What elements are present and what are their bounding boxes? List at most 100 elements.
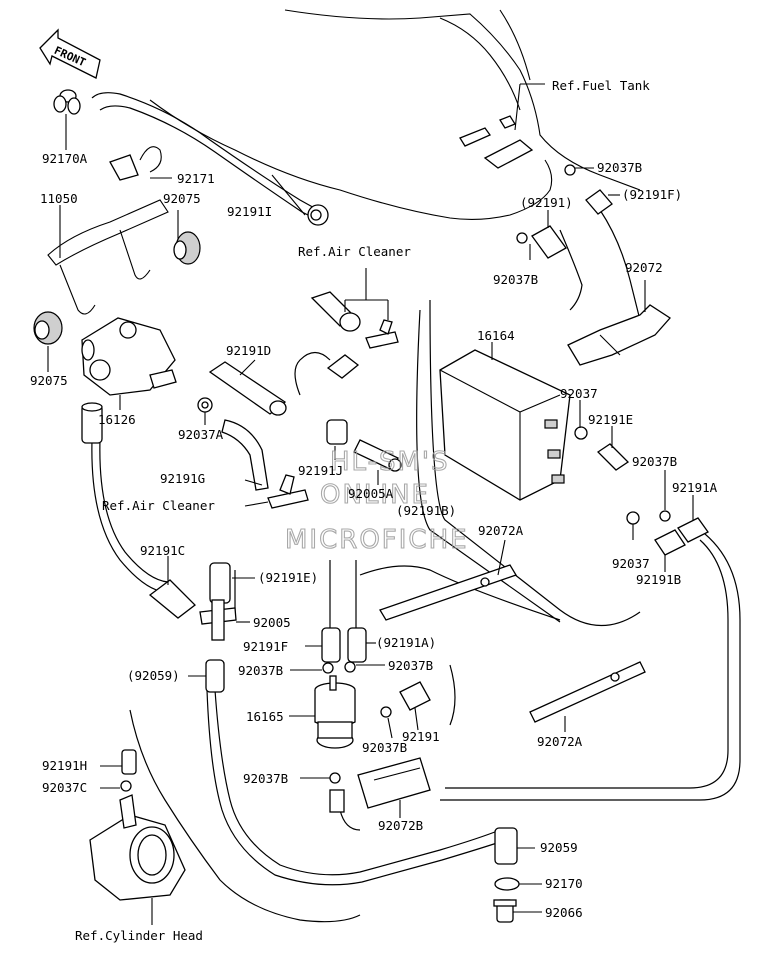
hose-92059-left-icon: [205, 659, 225, 693]
tee-joint-left-icon: [267, 474, 309, 509]
label-16165: 16165: [246, 709, 284, 724]
label-ref-fuel-tank: Ref.Fuel Tank: [552, 78, 650, 93]
label-92191b-paren: (92191B): [396, 503, 456, 518]
label-92037b-d: 92037B: [243, 771, 288, 786]
label-92191i: 92191I: [227, 204, 272, 219]
watermark-line-3: MICROFICHE: [285, 525, 469, 555]
clamp-92037-r1-icon: [574, 426, 588, 440]
hose-92191f-tank-icon: [585, 189, 613, 215]
hose-92191-tank-icon: [531, 225, 567, 259]
strap-92072a-top-icon: [379, 564, 517, 621]
strap-92072b-icon: [357, 757, 431, 809]
clamp-92037b-low-icon: [329, 706, 392, 784]
label-16164: 16164: [477, 328, 515, 343]
label-ref-air-cleaner-left: Ref.Air Cleaner: [102, 498, 215, 513]
label-92191j: 92191J: [298, 463, 343, 478]
grommet-92075-left-icon: [33, 311, 63, 345]
label-92170a: 92170A: [42, 151, 88, 166]
clamp-92037b-tank2-icon: [516, 232, 528, 244]
clamp-92037b-tank-icon: [564, 164, 576, 176]
label-92191d: 92191D: [226, 343, 271, 358]
clamp-92037b-mid-icon: [322, 661, 356, 674]
valve-16126-icon: [81, 317, 177, 396]
label-11050: 11050: [40, 191, 78, 206]
front-arrow-icon: FRONT: [39, 28, 101, 79]
label-92075-top: 92075: [163, 191, 201, 206]
label-92191g: 92191G: [160, 471, 205, 486]
hose-92191g-icon: [221, 419, 269, 491]
clamp-92037a-icon: [197, 397, 213, 413]
watermark-line-1: HL-SM'S: [330, 447, 450, 477]
hose-92191d-icon: [208, 361, 287, 416]
label-16126: 16126: [98, 412, 136, 427]
clamp-92037b-r-icon: [659, 510, 671, 522]
label-92191h: 92191H: [42, 758, 87, 773]
hose-92191-stub-icon: [329, 789, 345, 813]
hose-short-left-icon: [81, 402, 103, 444]
label-92072-right: 92072: [625, 260, 663, 275]
watermark: HL-SM'S ONLINE MICROFICHE: [284, 446, 469, 555]
label-92005: 92005: [253, 615, 291, 630]
clip-92170a-icon: [53, 89, 81, 115]
label-92072a-top: 92072A: [478, 523, 524, 538]
label-92059-bottom: 92059: [540, 840, 578, 855]
hose-middle-pieces-icon: [326, 354, 402, 472]
hoses: [91, 92, 741, 923]
hose-92191-low-icon: [399, 681, 431, 711]
hose-92059-bottom-icon: [494, 827, 518, 865]
hose-92191e-icon: [596, 443, 630, 471]
hose-end-92191i-icon: [307, 204, 329, 226]
valve-16165-icon: [314, 675, 356, 749]
hose-92191f-mid-icon: [321, 627, 341, 663]
hose-92191a-mid-icon: [347, 627, 367, 663]
label-92191-paren: (92191): [520, 195, 573, 210]
hose-92191a-icon: [677, 517, 709, 543]
label-92170: 92170: [545, 876, 583, 891]
label-92037b-tank: 92037B: [597, 160, 642, 175]
clamp-92037-r2-icon: [626, 511, 640, 525]
label-92191-low: 92191: [402, 729, 440, 744]
label-92037b-b: 92037B: [388, 658, 433, 673]
label-92059-paren: (92059): [127, 668, 180, 683]
label-92072b: 92072B: [378, 818, 423, 833]
label-92191e-paren: (92191E): [258, 570, 318, 585]
hose-92191c-icon: [148, 579, 196, 619]
label-92191b: 92191B: [636, 572, 681, 587]
grommet-92075-top-icon: [173, 231, 201, 265]
label-92191a-paren: (92191A): [376, 635, 436, 650]
label-ref-air-cleaner-top: Ref.Air Cleaner: [298, 244, 411, 259]
label-92171: 92171: [177, 171, 215, 186]
label-92191e: 92191E: [588, 412, 633, 427]
label-92037b-r: 92037B: [632, 454, 677, 469]
label-92191a: 92191A: [672, 480, 718, 495]
label-ref-cylinder-head: Ref.Cylinder Head: [75, 928, 203, 943]
label-92005a: 92005A: [348, 486, 394, 501]
label-92075-left: 92075: [30, 373, 68, 388]
watermark-line-2: ONLINE: [320, 480, 430, 510]
air-cleaner-fitting-icon: [310, 291, 399, 349]
label-92066: 92066: [545, 905, 583, 920]
hose-92191b-icon: [654, 529, 686, 556]
label-92037c: 92037C: [42, 780, 87, 795]
canister-16164-icon: [439, 349, 571, 501]
label-92037a: 92037A: [178, 427, 224, 442]
bracket-92171-icon: [109, 146, 162, 181]
stay-11050-icon: [47, 199, 169, 315]
part-labels: Ref.Fuel Tank Ref.Air Cleaner Ref.Air Cl…: [30, 78, 718, 943]
label-92037b-a: 92037B: [238, 663, 283, 678]
label-92191c: 92191C: [140, 543, 185, 558]
strap-92072-icon: [567, 304, 671, 366]
label-92191f-paren: (92191F): [622, 187, 682, 202]
hose-92191h-icon: [121, 749, 137, 775]
leader-lines: [47, 83, 694, 925]
hose-92191e-left-icon: [209, 562, 231, 604]
label-92191f: 92191F: [243, 639, 288, 654]
label-92037b-c: 92037B: [362, 740, 407, 755]
tank-fitting-icon: [459, 115, 534, 169]
label-92037-r2: 92037: [612, 556, 650, 571]
fuel-tank-outline: [149, 9, 641, 221]
strap-92072a-bottom-icon: [529, 661, 646, 723]
label-92037-r1: 92037: [560, 386, 598, 401]
